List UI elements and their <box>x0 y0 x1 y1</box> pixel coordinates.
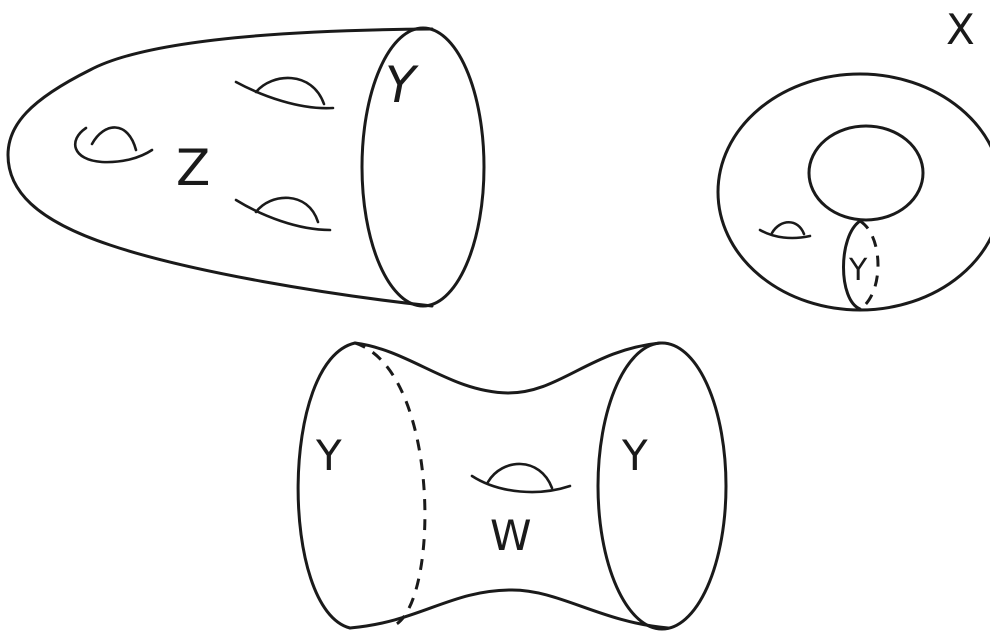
surface-z-outline <box>8 29 432 306</box>
surface-x-handle <box>760 222 810 238</box>
surface-x: X Y <box>718 5 990 310</box>
surface-z-boundary-circle <box>362 28 484 306</box>
surface-z: Z Y <box>8 28 484 306</box>
surface-w-handle <box>472 464 570 492</box>
surface-x-cut-label: Y <box>848 253 868 288</box>
surface-w-right-boundary-circle <box>598 343 726 629</box>
surface-w: Y Y W <box>298 343 726 629</box>
surface-z-label: Z <box>176 139 210 197</box>
surface-w-right-boundary-label: Y <box>621 431 648 480</box>
surface-z-handle-top <box>236 78 333 108</box>
surface-x-label: X <box>946 5 975 54</box>
surface-w-left-boundary-hidden <box>355 343 425 625</box>
surface-x-hole <box>809 126 923 220</box>
surface-w-left-boundary-visible <box>298 343 355 628</box>
surface-w-label: W <box>490 511 532 560</box>
surface-z-handle-bottom <box>236 198 330 230</box>
surface-z-handle-left <box>75 127 152 162</box>
surface-z-boundary-label: Y <box>385 56 419 114</box>
surface-w-top-edge <box>355 343 660 393</box>
surface-w-left-boundary-label: Y <box>315 431 342 480</box>
